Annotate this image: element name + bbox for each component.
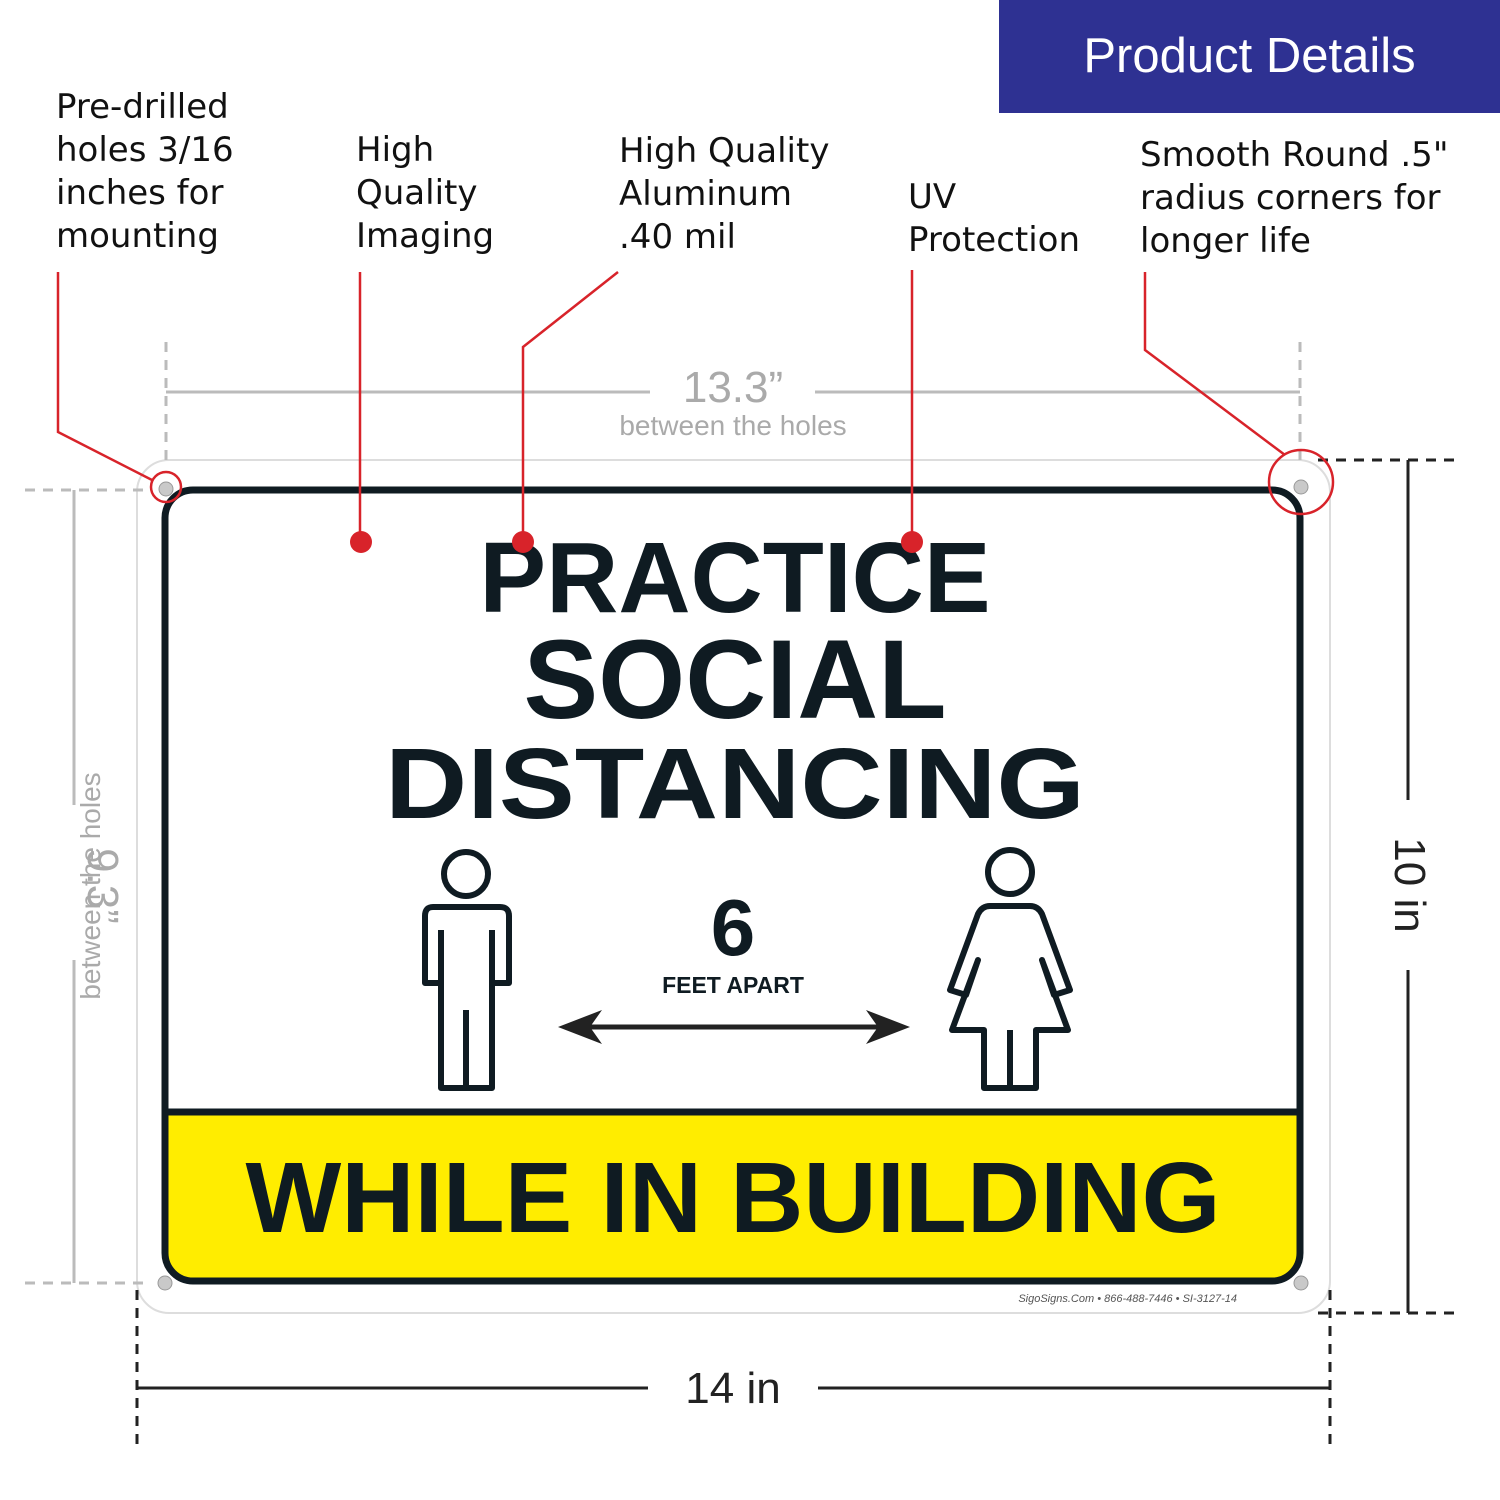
hole-width-dimension — [164, 342, 1302, 465]
mounting-holes — [157, 479, 1309, 1291]
distance-number: 6 — [711, 883, 756, 972]
sign-banner-text: WHILE IN BUILDING — [246, 1142, 1221, 1254]
sign-height-dimension — [1318, 458, 1462, 1315]
sign-yellow-band — [165, 1112, 1300, 1281]
product-details-banner: Product Details — [999, 0, 1500, 113]
sign-width-dimension — [135, 1290, 1332, 1445]
callout-dots — [350, 531, 923, 553]
callout-lines — [56, 270, 1335, 540]
hole-height-note: between the holes — [75, 772, 106, 999]
feature-predrilled-holes: Pre-drilled holes 3/16 inches for mounti… — [56, 87, 234, 256]
hole-height-dimension — [25, 488, 150, 1285]
sign-border — [161, 486, 1304, 1285]
distance-unit: FEET APART — [662, 972, 804, 998]
feature-imaging: High Quality Imaging — [356, 130, 495, 256]
hole-width-note: between the holes — [619, 410, 846, 441]
sign-line-distancing: DISTANCING — [385, 728, 1085, 840]
sign-height-value: 10 in — [1385, 837, 1434, 932]
double-arrow-icon — [558, 1010, 910, 1044]
feature-round-corners: Smooth Round .5" radius corners for long… — [1140, 135, 1449, 261]
sign-footer: SigoSigns.Com • 866-488-7446 • SI-3127-1… — [1018, 1293, 1237, 1305]
man-icon — [422, 849, 512, 1091]
sign-width-value: 14 in — [685, 1364, 780, 1413]
feature-aluminum: High Quality Aluminum .40 mil — [619, 131, 830, 257]
feature-uv-protection: UV Protection — [908, 177, 1081, 260]
hole-height-value: 9.3” — [78, 848, 127, 924]
sign-line-social: SOCIAL — [523, 617, 946, 742]
hole-width-value: 13.3” — [683, 363, 783, 412]
woman-icon — [947, 847, 1073, 1091]
